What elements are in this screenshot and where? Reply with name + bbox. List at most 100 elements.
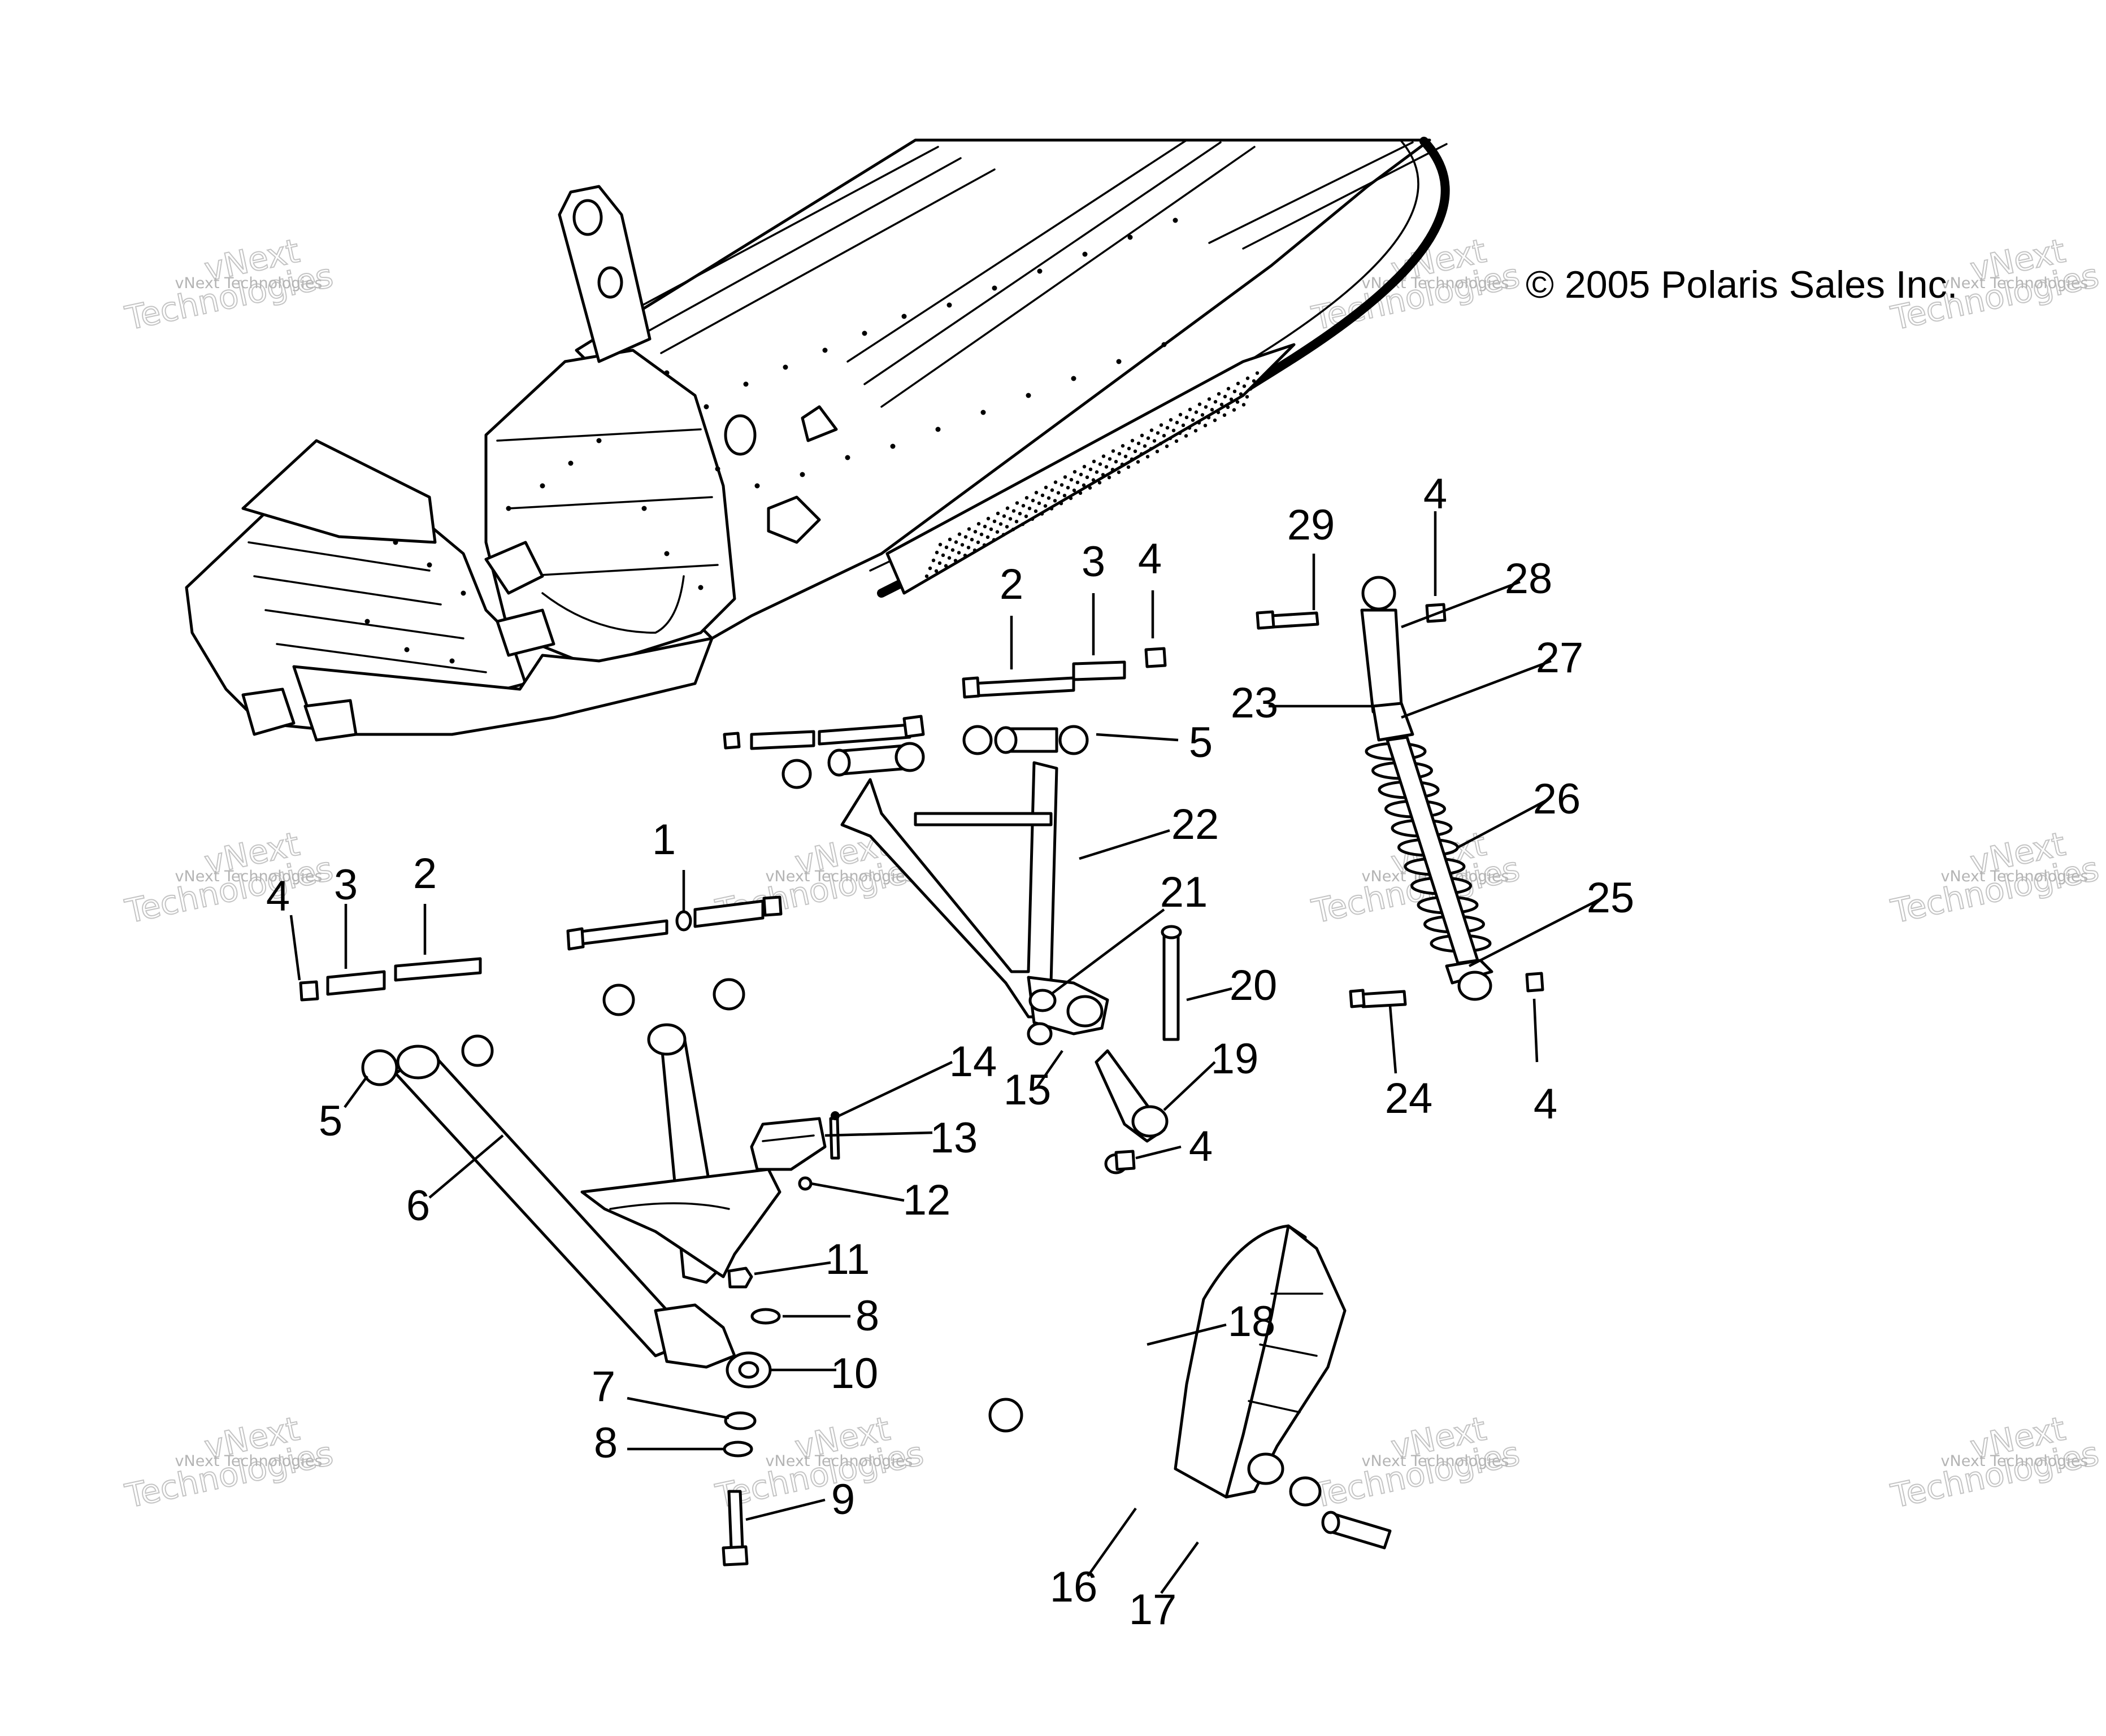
vent-dot — [1043, 504, 1048, 508]
vent-dot — [1053, 499, 1057, 503]
vent-dot — [1120, 462, 1124, 467]
callout-leaders — [289, 511, 1603, 1594]
vent-dot — [1114, 460, 1118, 464]
vent-dot — [1168, 436, 1173, 441]
vent-dot — [1014, 520, 1019, 524]
vent-dot — [1034, 509, 1038, 513]
vent-dot — [1158, 442, 1163, 446]
callout-17: 17 — [1129, 1586, 1177, 1634]
vent-dot — [966, 546, 971, 550]
rivet — [449, 658, 455, 664]
vent-dot — [1197, 421, 1201, 425]
vent-dot — [1242, 384, 1247, 388]
rivet — [506, 506, 511, 511]
vent-dot — [1040, 493, 1045, 497]
callout-5a: 5 — [1189, 719, 1213, 767]
vent-dot — [1171, 428, 1176, 433]
vent-dot — [1117, 452, 1122, 456]
callout-22: 22 — [1171, 800, 1219, 849]
vent-dot — [1175, 420, 1179, 425]
rivet — [1026, 393, 1031, 398]
vent-dot — [1232, 408, 1236, 412]
callout-8a: 8 — [856, 1292, 879, 1340]
rivet — [404, 647, 410, 652]
vent-dot — [1133, 449, 1137, 453]
callout-13: 13 — [930, 1114, 978, 1162]
leader-27 — [1401, 659, 1552, 719]
watermark-caption: vNext Technologies — [175, 275, 323, 292]
ball-joint-hardware — [722, 1267, 781, 1567]
rivet — [393, 539, 398, 545]
vent-dot — [996, 511, 1000, 515]
vent-dot — [1072, 488, 1076, 493]
vent-dot — [1088, 486, 1092, 490]
callout-16: 16 — [1050, 1563, 1098, 1611]
vent-dot — [1011, 509, 1016, 513]
vent-dot — [1130, 438, 1135, 443]
spindle — [988, 1224, 1392, 1550]
callout-4b: 4 — [1423, 470, 1447, 518]
vent-dot — [972, 548, 977, 552]
rivet — [664, 551, 670, 556]
vent-dot — [1187, 426, 1192, 430]
callout-27: 27 — [1536, 634, 1584, 682]
vent-dot — [1062, 494, 1067, 498]
vent-dot — [944, 545, 949, 549]
rivet — [364, 619, 370, 624]
vent-dot — [1169, 418, 1173, 422]
leader-13 — [824, 1131, 933, 1137]
vent-dot — [1126, 465, 1131, 469]
leader-4c — [289, 915, 301, 981]
vent-dot — [1030, 517, 1035, 521]
vent-dot — [992, 519, 997, 523]
vent-dot — [1235, 400, 1240, 404]
vent-dot — [1222, 413, 1227, 417]
vent-dot — [1152, 439, 1157, 443]
vent-dot — [1226, 405, 1230, 409]
rivet — [862, 330, 867, 336]
vent-dot — [1037, 501, 1041, 505]
leader-5b — [344, 1075, 368, 1108]
rivet — [743, 381, 749, 387]
rivet — [1071, 376, 1076, 381]
vent-dot — [1252, 379, 1256, 383]
callout-4a: 4 — [1138, 535, 1162, 583]
vent-dot — [947, 556, 952, 560]
vent-dot — [1145, 455, 1150, 459]
vent-dot — [1001, 533, 1006, 537]
chassis-frame — [185, 137, 1450, 742]
vent-dot — [1075, 480, 1080, 485]
callout-14: 14 — [949, 1038, 997, 1086]
vent-dot — [1108, 457, 1112, 461]
watermark-caption: vNext Technologies — [1941, 275, 2088, 292]
vent-dot — [941, 553, 945, 557]
vent-dot — [1091, 478, 1096, 482]
vent-dot — [1005, 506, 1010, 510]
vent-dot — [976, 522, 981, 526]
vent-dot — [1018, 512, 1022, 516]
leader-4d — [1135, 1145, 1182, 1160]
rivet — [1116, 359, 1122, 364]
vent-dot — [1194, 410, 1199, 414]
vent-dot — [1197, 402, 1202, 406]
vent-dot — [995, 530, 1000, 534]
vent-dot — [1178, 431, 1182, 435]
lower-arm-hardware — [299, 895, 783, 1002]
rivet — [704, 404, 709, 410]
vent-dot — [1069, 478, 1074, 482]
vent-dot — [1110, 468, 1115, 472]
vent-dot — [1165, 426, 1170, 430]
rivet — [901, 314, 907, 319]
vent-dot — [1140, 433, 1144, 437]
vent-dot — [1207, 397, 1212, 401]
leader-7 — [627, 1396, 729, 1420]
vent-dot — [1078, 491, 1083, 495]
vent-dot — [1098, 462, 1102, 466]
leader-24 — [1388, 1005, 1397, 1074]
vent-dot-pattern — [924, 371, 1260, 578]
callout-12: 12 — [903, 1176, 951, 1224]
